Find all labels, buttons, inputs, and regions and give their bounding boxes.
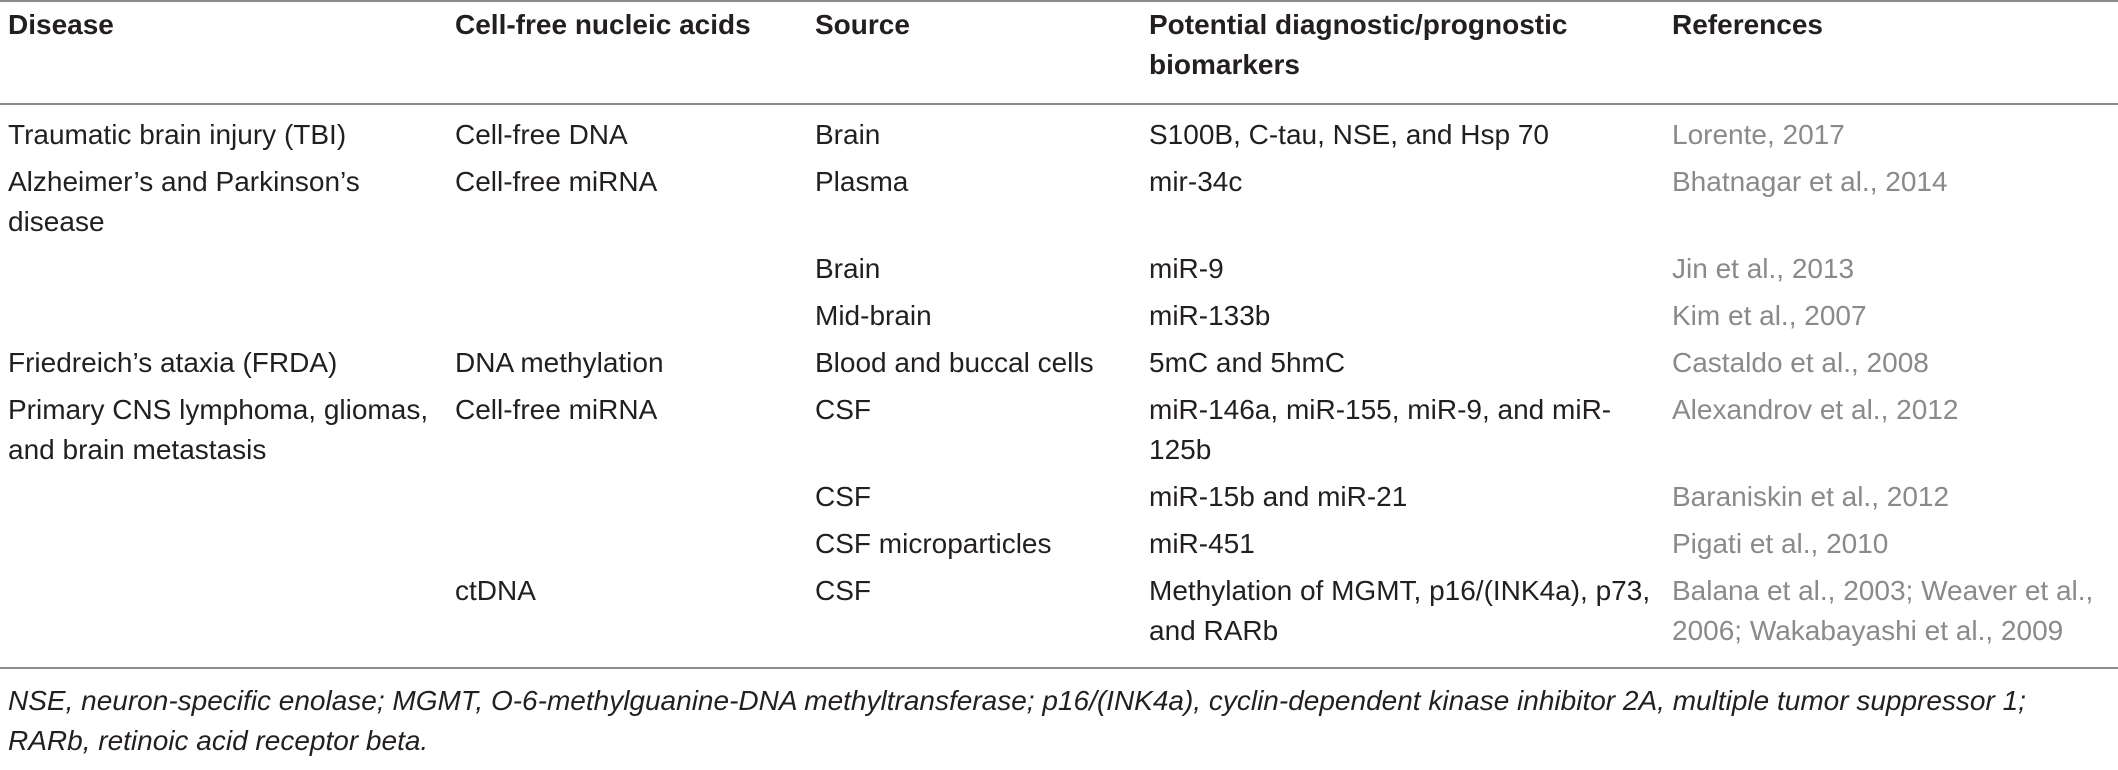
cell-nucleic-acid xyxy=(455,249,815,296)
table-row: Brain miR-9 Jin et al., 2013 xyxy=(0,249,2118,296)
cell-nucleic-acid xyxy=(455,296,815,343)
cell-disease xyxy=(0,524,455,571)
cell-biomarkers: 5mC and 5hmC xyxy=(1149,347,1346,378)
cell-disease: Alzheimer’s and Parkinson’s disease xyxy=(8,166,360,237)
header-references: References xyxy=(1672,9,1823,40)
header-disease: Disease xyxy=(8,9,114,40)
table-row: Alzheimer’s and Parkinson’s disease Cell… xyxy=(0,162,2118,249)
cell-reference: Bhatnagar et al., 2014 xyxy=(1672,166,1948,197)
cell-reference: Castaldo et al., 2008 xyxy=(1672,347,1929,378)
cell-nucleic-acid: Cell-free DNA xyxy=(455,119,628,150)
header-row: Disease Cell-free nucleic acids Source P… xyxy=(0,1,2118,104)
cell-biomarkers: miR-15b and miR-21 xyxy=(1149,481,1408,512)
cell-reference: Balana et al., 2003; Weaver et al., 2006… xyxy=(1672,575,2094,646)
cell-disease: Primary CNS lymphoma, gliomas, and brain… xyxy=(8,394,429,465)
cell-disease xyxy=(0,477,455,524)
cell-source: Brain xyxy=(815,253,881,284)
cell-nucleic-acid: Cell-free miRNA xyxy=(455,394,658,425)
cell-source: Brain xyxy=(815,119,881,150)
cell-source: CSF xyxy=(815,481,871,512)
header-biomarkers: Potential diagnostic/prognostic biomarke… xyxy=(1149,9,1568,80)
table-footnote: NSE, neuron-specific enolase; MGMT, O-6-… xyxy=(8,685,2026,756)
cell-source: CSF xyxy=(815,394,871,425)
table-row: Primary CNS lymphoma, gliomas, and brain… xyxy=(0,390,2118,477)
cell-biomarkers: S100B, C-tau, NSE, and Hsp 70 xyxy=(1149,119,1549,150)
table-footer-rule xyxy=(0,667,2118,669)
table-header: Disease Cell-free nucleic acids Source P… xyxy=(0,1,2118,104)
cell-nucleic-acid: ctDNA xyxy=(455,575,536,606)
biomarker-table: Disease Cell-free nucleic acids Source P… xyxy=(0,1,2118,667)
cell-biomarkers: miR-146a, miR-155, miR-9, and miR-125b xyxy=(1149,394,1612,465)
cell-disease xyxy=(0,249,455,296)
cell-reference: Kim et al., 2007 xyxy=(1672,300,1867,331)
cell-source: CSF xyxy=(815,575,871,606)
table-row: CSF miR-15b and miR-21 Baraniskin et al.… xyxy=(0,477,2118,524)
table-row: Mid-brain miR-133b Kim et al., 2007 xyxy=(0,296,2118,343)
cell-source: Mid-brain xyxy=(815,300,932,331)
cell-reference: Pigati et al., 2010 xyxy=(1672,528,1889,559)
cell-source: Blood and buccal cells xyxy=(815,347,1094,378)
header-nucleic-acids: Cell-free nucleic acids xyxy=(455,9,751,40)
cell-reference: Jin et al., 2013 xyxy=(1672,253,1855,284)
cell-biomarkers: mir-34c xyxy=(1149,166,1243,197)
cell-biomarkers: Methylation of MGMT, p16/(INK4a), p73, a… xyxy=(1149,575,1651,646)
table-row: CSF microparticles miR-451 Pigati et al.… xyxy=(0,524,2118,571)
table-row: Traumatic brain injury (TBI) Cell-free D… xyxy=(0,104,2118,162)
table-row: ctDNA CSF Methylation of MGMT, p16/(INK4… xyxy=(0,571,2118,667)
cell-disease: Traumatic brain injury (TBI) xyxy=(8,119,347,150)
cell-source: Plasma xyxy=(815,166,909,197)
cell-nucleic-acid: DNA methylation xyxy=(455,347,664,378)
cell-source: CSF microparticles xyxy=(815,528,1052,559)
cell-nucleic-acid xyxy=(455,524,815,571)
cell-reference: Alexandrov et al., 2012 xyxy=(1672,394,1959,425)
cell-biomarkers: miR-451 xyxy=(1149,528,1255,559)
header-source: Source xyxy=(815,9,910,40)
cell-biomarkers: miR-133b xyxy=(1149,300,1271,331)
table-row: Friedreich’s ataxia (FRDA) DNA methylati… xyxy=(0,343,2118,390)
table-body: Traumatic brain injury (TBI) Cell-free D… xyxy=(0,104,2118,667)
cell-nucleic-acid: Cell-free miRNA xyxy=(455,166,658,197)
cell-reference: Baraniskin et al., 2012 xyxy=(1672,481,1950,512)
cell-disease xyxy=(0,571,455,667)
cell-disease: Friedreich’s ataxia (FRDA) xyxy=(8,347,338,378)
cell-biomarkers: miR-9 xyxy=(1149,253,1224,284)
cell-disease xyxy=(0,296,455,343)
cell-nucleic-acid xyxy=(455,477,815,524)
cell-reference: Lorente, 2017 xyxy=(1672,119,1845,150)
